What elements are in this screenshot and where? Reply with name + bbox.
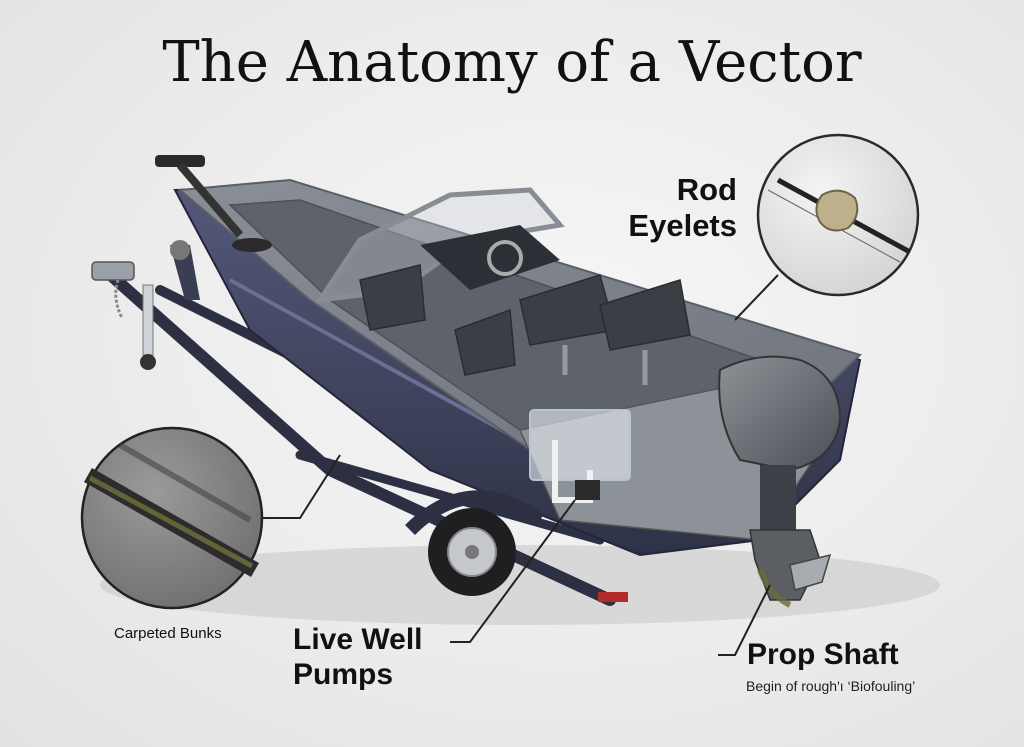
- tail-light: [598, 592, 628, 602]
- trailer-coupler: [91, 261, 135, 281]
- safety-chain: [114, 279, 124, 319]
- ground-shadow: [100, 545, 940, 625]
- diagram-title: The Anatomy of a Vector: [162, 30, 862, 95]
- live-well-pumps-line2: Pumps: [293, 658, 394, 691]
- rod-eyelets-leader: [734, 274, 779, 321]
- carpeted-bunks-leader: [262, 454, 341, 519]
- live-well-pumps-line1: Live Well: [293, 623, 423, 656]
- carpeted-bunks-label: Carpeted Bunks: [114, 625, 222, 642]
- wheel-fender: [405, 490, 545, 536]
- rod-eyelets-line2: Eyelets: [628, 208, 737, 243]
- steering-wheel: [487, 240, 523, 276]
- live-well: [529, 409, 631, 481]
- trailer-jack: [142, 284, 154, 356]
- propeller: [789, 553, 832, 591]
- rod-eyelets-line1: Rod: [676, 172, 737, 207]
- trolling-motor: [155, 155, 205, 167]
- live-well-pumps-leader: [450, 499, 576, 643]
- jack-wheel: [140, 354, 156, 370]
- outboard-motor: [718, 355, 842, 472]
- prop-shaft-sublabel: Begin of rough'ı ‘Biofouling’: [746, 678, 916, 694]
- live-well-pumps-label: Live Well Pumps: [293, 622, 423, 692]
- prop-shaft-label: Prop Shaft: [747, 638, 899, 671]
- seats: [359, 264, 691, 376]
- prop-shaft-leader: [718, 584, 771, 656]
- rod-eyelets-label: Rod Eyelets: [613, 172, 737, 244]
- rod-eyelet: [815, 189, 859, 232]
